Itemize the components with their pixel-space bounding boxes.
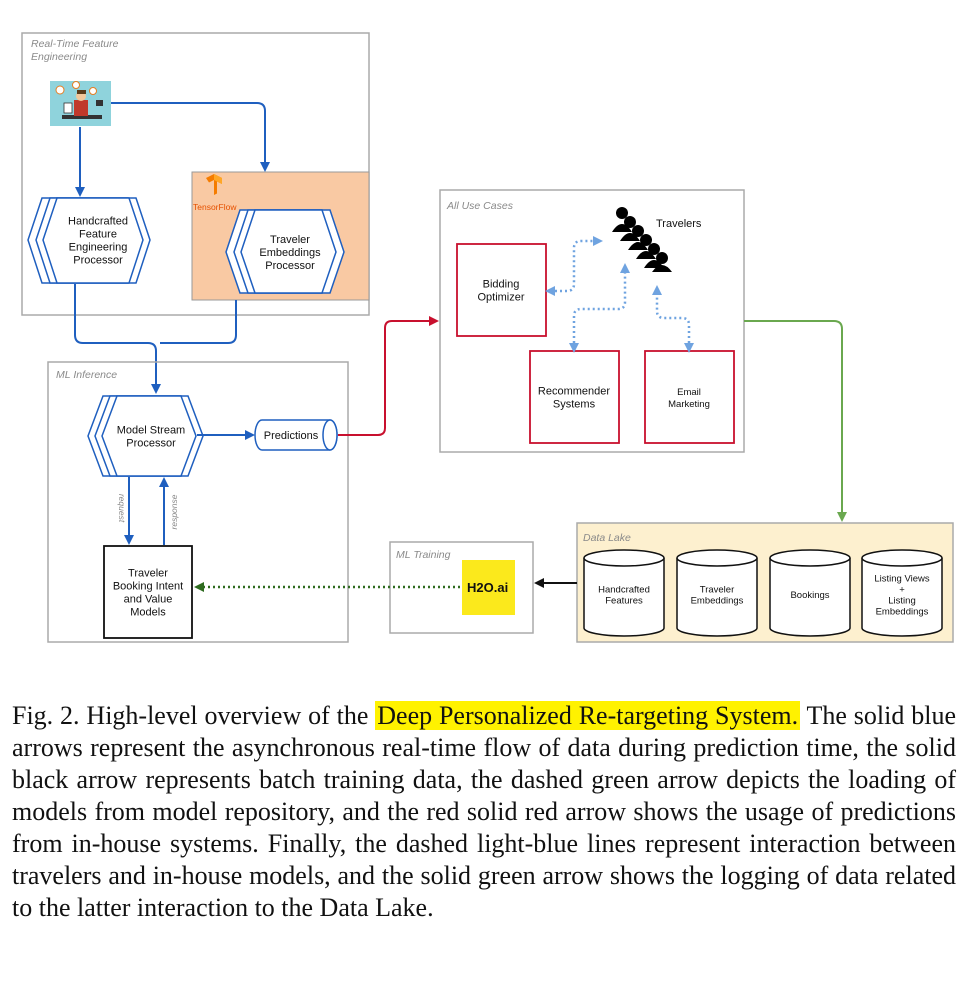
red-arrow-predictions (338, 316, 439, 436)
group-ml-inference: ML Inference (47, 361, 349, 643)
caption-body: The solid blue arrows represent the asyn… (12, 701, 957, 922)
n-emb-line: Processor (265, 260, 315, 272)
figure-caption: Fig. 2. High-level overview of the Deep … (12, 700, 956, 924)
n-model-line: Processor (126, 438, 176, 450)
architecture-diagram: Real-Time Feature Engineering TensorFlow… (21, 32, 954, 643)
caption-highlight: Deep Personalized Re-targeting System. (375, 701, 801, 730)
n-bid-line: Bidding (483, 279, 520, 291)
green-arrow-logging (744, 320, 847, 522)
data-scientist-icon (50, 81, 111, 126)
travelers-icon (612, 207, 672, 272)
blue-arrows-inference (124, 430, 255, 545)
n-email-line: Marketing (668, 399, 710, 410)
h2o-logo-text: H2O.ai (467, 580, 508, 595)
group-use-cases-title: All Use Cases (446, 200, 514, 212)
n-emb-line: Embeddings (259, 247, 321, 259)
predictions-cylinder: Predictions (254, 419, 338, 451)
h2o-logo-icon: H2O.ai (462, 560, 515, 615)
group-inference-title: ML Inference (56, 369, 117, 381)
response-label: response (169, 494, 179, 529)
n-rec-line: Systems (553, 399, 596, 411)
n-tmodels-line: Traveler (128, 568, 168, 580)
group-data-lake-title: Data Lake (583, 532, 631, 544)
group-realtime-title-line1: Real-Time Feature (31, 38, 119, 50)
travelers-label: Travelers (656, 218, 702, 230)
n-hand-line: Handcrafted (68, 216, 128, 228)
n-tmodels-line: Booking Intent (113, 581, 183, 593)
predictions-label: Predictions (264, 430, 319, 442)
request-label: request (117, 494, 127, 523)
n-bid-line: Optimizer (477, 292, 524, 304)
n-model-line: Model Stream (117, 425, 185, 437)
tensorflow-logo-icon (206, 174, 222, 195)
data-lake-cylinder-label: Bookings (790, 590, 829, 601)
group-training-title: ML Training (396, 549, 451, 561)
n-hand-line: Feature (79, 229, 117, 241)
light-blue-interaction-lines (545, 236, 694, 353)
n-tmodels-line: and Value (124, 594, 173, 606)
n-emb-line: Traveler (270, 234, 310, 246)
tensorflow-logo-text: TensorFlow (193, 202, 237, 212)
n-tmodels-line: Models (130, 607, 166, 619)
n-email-line: Email (677, 387, 701, 398)
n-hand-line: Processor (73, 255, 123, 267)
blue-arrows-realtime (74, 102, 270, 394)
n-hand-line: Engineering (69, 242, 128, 254)
data-lake-cylinder: Bookings (769, 549, 851, 637)
caption-prefix: Fig. 2. High-level overview of the (12, 701, 376, 730)
group-realtime-title-line2: Engineering (31, 51, 87, 63)
n-rec-line: Recommender (538, 386, 610, 398)
